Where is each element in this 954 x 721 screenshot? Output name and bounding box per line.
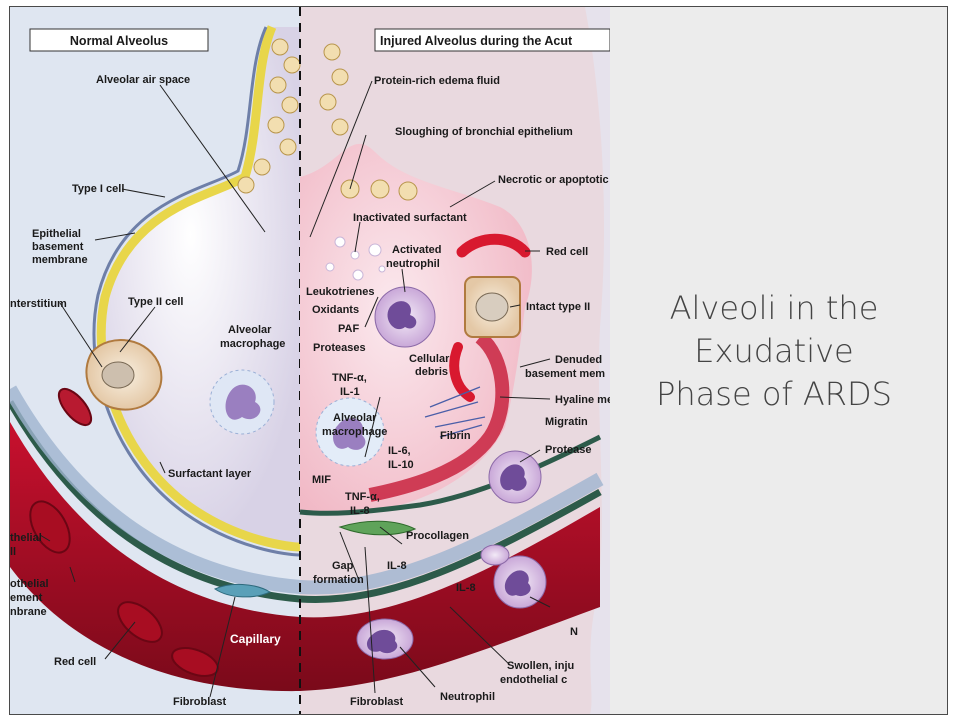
label-denuded-1: Denuded [555, 354, 602, 366]
label-tnf-1a: TNF-α, [332, 372, 367, 384]
label-endothelial-bm-1: othelial [10, 578, 49, 590]
label-fibroblast-left: Fibroblast [173, 696, 227, 708]
label-migrating: Migratin [545, 416, 588, 428]
label-cellular-debris-1: Cellular [409, 353, 450, 365]
label-red-cell-left: Red cell [54, 656, 96, 668]
label-proteases: Proteases [313, 342, 366, 354]
label-activated-1: Activated [392, 244, 442, 256]
label-macrophage-1: Alveolar [228, 324, 272, 336]
label-surfactant-layer: Surfactant layer [168, 468, 252, 480]
label-red-cell-right: Red cell [546, 246, 588, 258]
label-hyaline: Hyaline mem [555, 394, 610, 406]
label-epithelial-3: membrane [32, 254, 88, 266]
label-epithelial-1: Epithelial [32, 228, 81, 240]
label-il10: IL-10 [388, 459, 414, 471]
label-fibroblast-right: Fibroblast [350, 696, 404, 708]
ards-alveoli-illustration: Normal Alveolus Injured Alveolus during … [10, 7, 610, 714]
label-denuded-2: basement mem [525, 368, 605, 380]
label-tnf-2b: IL-8 [350, 505, 370, 517]
label-mif: MIF [312, 474, 331, 486]
header-injured-alveolus: Injured Alveolus during the Acut [380, 34, 573, 48]
label-n: N [570, 626, 578, 638]
label-il8-b: IL-8 [456, 582, 476, 594]
label-necrotic: Necrotic or apoptotic [498, 174, 609, 186]
label-paf: PAF [338, 323, 359, 335]
slide-title-line-1: Alveoli in the [628, 287, 920, 330]
label-procollagen: Procollagen [406, 530, 469, 542]
label-protease-2: Protease [545, 444, 591, 456]
label-endothelial-1: thelial [10, 532, 42, 544]
capillary-neutrophil-3 [481, 545, 509, 565]
label-il6: IL-6, [388, 445, 411, 457]
label-macrophage-2: macrophage [220, 338, 285, 350]
label-endothelial-2: ll [10, 546, 16, 558]
type-ii-nucleus-left [102, 362, 134, 388]
label-epithelial-2: basement [32, 241, 84, 253]
label-alveolar-air-space: Alveolar air space [96, 74, 190, 86]
label-intact-type-ii: Intact type II [526, 301, 590, 313]
label-type-i-cell: Type I cell [72, 183, 124, 195]
label-type-ii-cell: Type II cell [128, 296, 183, 308]
label-cellular-debris-2: debris [415, 366, 448, 378]
label-swollen-1: Swollen, inju [507, 660, 574, 672]
label-leukotrienes: Leukotrienes [306, 286, 374, 298]
label-endothelial-bm-2: ement [10, 592, 43, 604]
label-tnf-1b: IL-1 [340, 386, 360, 398]
label-gap-1: Gap [332, 560, 354, 572]
slide-title-line-2: Exudative [628, 330, 920, 373]
label-endothelial-bm-3: nbrane [10, 606, 47, 618]
label-gap-2: formation [313, 574, 364, 586]
slide-title-line-3: Phase of ARDS [628, 373, 920, 416]
label-neutrophil: Neutrophil [440, 691, 495, 703]
label-inactivated-surfactant: Inactivated surfactant [353, 212, 467, 224]
label-macrophage-r2: macrophage [322, 426, 387, 438]
label-sloughing: Sloughing of bronchial epithelium [395, 126, 573, 138]
label-il8-a: IL-8 [387, 560, 407, 572]
label-activated-2: neutrophil [386, 258, 440, 270]
label-capillary: Capillary [230, 632, 281, 646]
header-normal-alveolus: Normal Alveolus [70, 34, 168, 48]
label-edema-fluid: Protein-rich edema fluid [374, 75, 500, 87]
slide-title: Alveoli in the Exudative Phase of ARDS [628, 287, 920, 416]
label-oxidants: Oxidants [312, 304, 359, 316]
intact-type-ii-nucleus [476, 293, 508, 321]
label-swollen-2: endothelial c [500, 674, 567, 686]
label-fibrin: Fibrin [440, 430, 471, 442]
label-interstitium: nterstitium [10, 298, 67, 310]
label-tnf-2a: TNF-α, [345, 491, 380, 503]
label-macrophage-r1: Alveolar [333, 412, 377, 424]
slide: Normal Alveolus Injured Alveolus during … [9, 6, 948, 715]
